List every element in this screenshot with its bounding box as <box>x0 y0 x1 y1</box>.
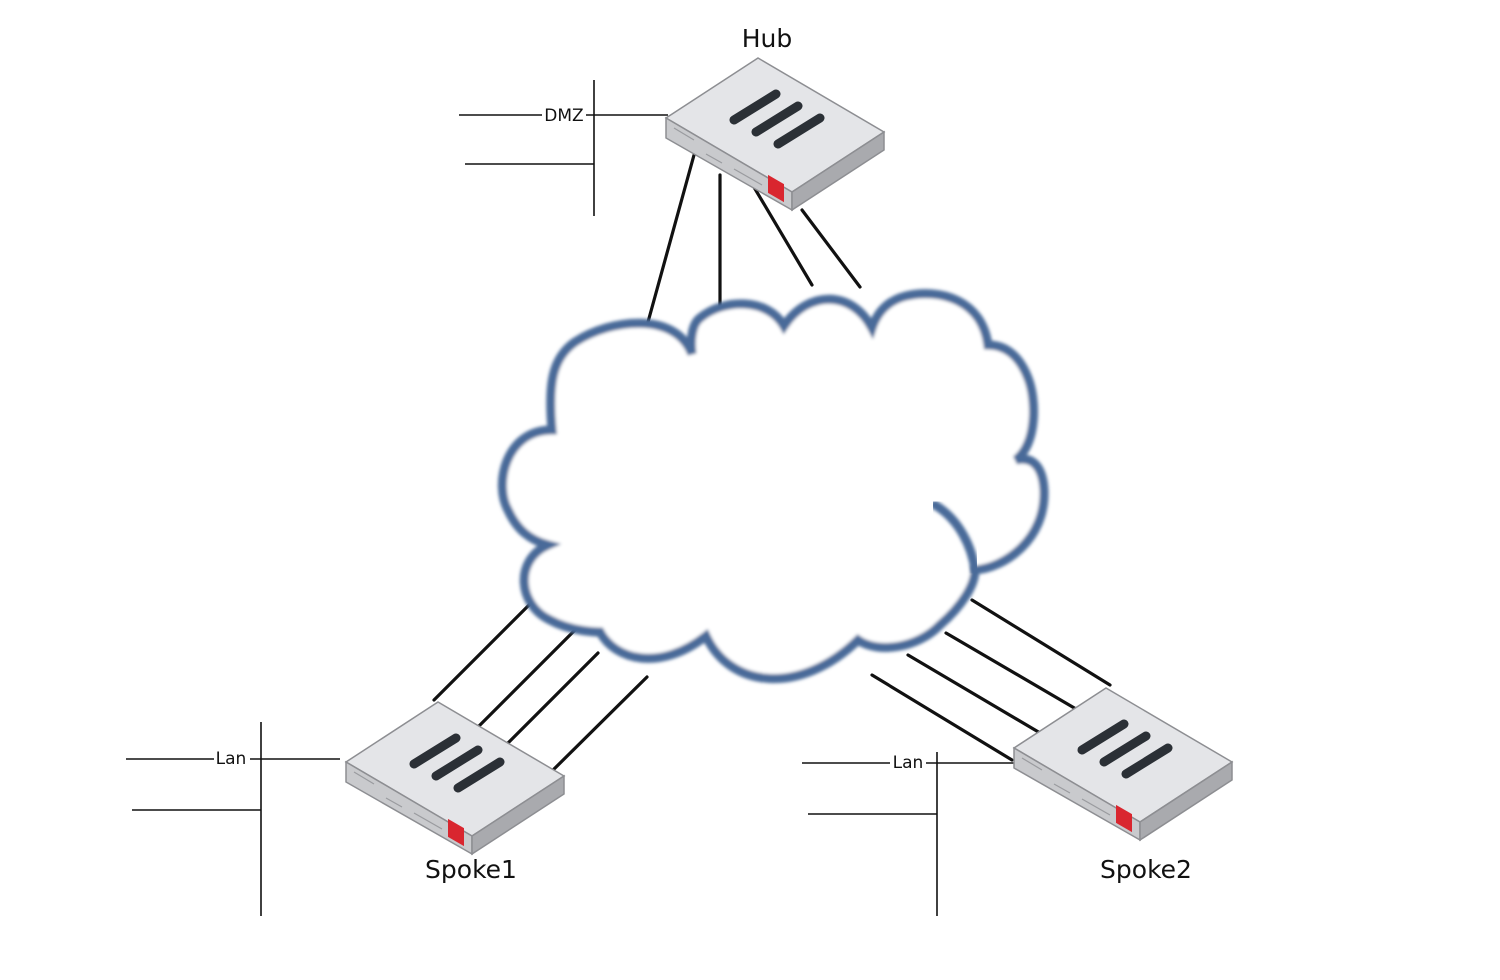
spoke1-lan-segment: Lan <box>126 722 340 916</box>
hub-label: Hub <box>742 24 793 53</box>
spoke1-firewall[interactable] <box>346 702 564 854</box>
fortigate-appliance-icon <box>346 702 564 854</box>
hub-wan-links <box>646 153 862 324</box>
spoke2-lan-label: Lan <box>893 753 924 773</box>
hub-lan-segment: DMZ <box>459 80 668 216</box>
fortigate-appliance-icon <box>666 58 884 210</box>
spoke2-firewall[interactable] <box>1014 688 1232 840</box>
spoke1-lan-label: Lan <box>216 749 247 769</box>
fortigate-appliance-icon <box>1014 688 1232 840</box>
wan-cloud <box>497 289 1049 684</box>
hub-firewall[interactable] <box>666 58 884 210</box>
spoke1-wan-links <box>432 599 649 777</box>
spoke2-lan-segment: Lan <box>802 752 1016 916</box>
spoke1-label: Spoke1 <box>425 855 517 884</box>
spoke2-wan-links <box>870 598 1112 762</box>
spoke2-label: Spoke2 <box>1100 855 1192 884</box>
hub-dmz-label: DMZ <box>544 106 583 126</box>
